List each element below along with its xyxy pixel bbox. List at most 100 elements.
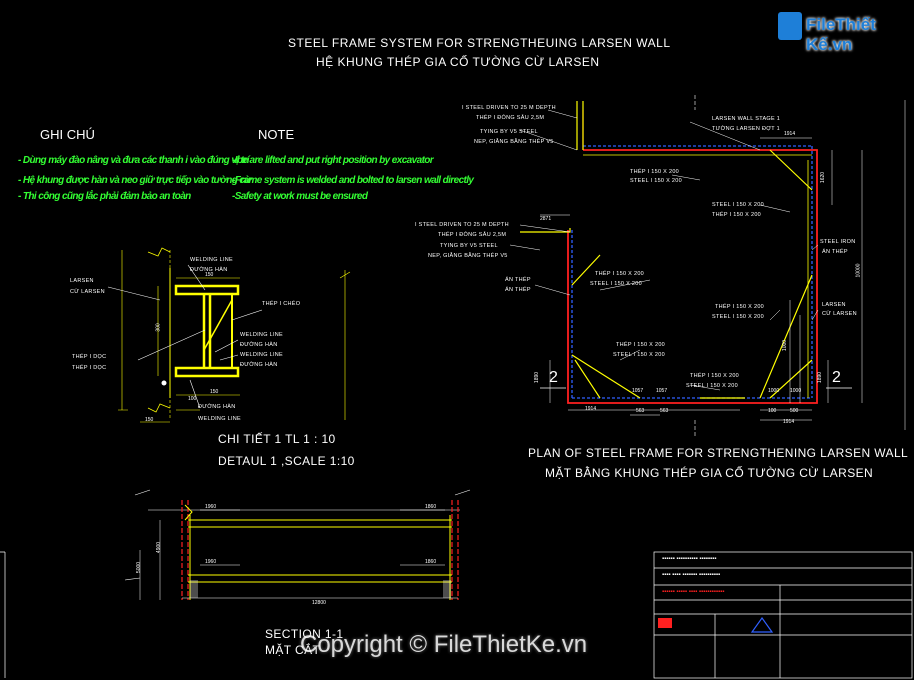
detail-caption-vn: CHI TIẾT 1 TL 1 : 10 [218, 432, 336, 446]
plan-callout-mid-1: I STEEL DRIVEN TO 25 M DEPTH [415, 222, 509, 228]
plan-iron-left-1: ÁN THÉP [505, 277, 531, 283]
detail-dim-4: 150 [145, 417, 154, 423]
plan-dim-17: 500 [790, 408, 799, 414]
plan-dim-7: 1057 [632, 388, 644, 394]
detail-thep-doc-2: THÉP I DỌC [72, 365, 107, 371]
drawing-title-en: STEEL FRAME SYSTEM FOR STRENGTHEUING LAR… [288, 36, 671, 50]
triangle-logo-icon [750, 616, 774, 633]
plan-callout-top-2: THÉP I ĐÓNG SÂU 2,5M [476, 115, 545, 121]
plan-steel-3a: THÉP I 150 X 200 [595, 271, 645, 277]
detail-welding-top-vn: ĐƯỜNG HÀN [190, 267, 228, 273]
plan-callout-mid-3: TYING BY V5 STEEL [440, 243, 498, 249]
detail-larsen-label: LARSEN [70, 278, 94, 284]
section-dim-5: 12800 [312, 600, 326, 606]
copyright-watermark: Copyright © FileThietKe.vn [300, 631, 588, 658]
section-drawing [124, 489, 471, 600]
section-caption-vn: MẶT CẮT [265, 643, 321, 657]
notes-heading-en: NOTE [258, 127, 295, 142]
plan-callout-mid-4: NEP, GIẰNG BẰNG THÉP V5 [428, 253, 508, 259]
section-dim-3: 1960 [205, 559, 217, 565]
plan-dim-4: 10000 [855, 263, 862, 278]
detail-caption-en: DETAUL 1 ,SCALE 1:10 [218, 454, 355, 468]
plan-dim-14: 563 [636, 408, 645, 414]
plan-steel-4b: STEEL I 150 X 200 [712, 314, 764, 320]
plan-dim-10: 1000 [790, 388, 802, 394]
section-dim-2: 1860 [425, 504, 437, 510]
detail-dim-5: 100 [188, 396, 197, 402]
file-icon [778, 12, 802, 40]
plan-callout-top-1: I STEEL DRIVEN TO 25 M DEPTH [462, 105, 556, 111]
detail-dim-3: 150 [210, 389, 219, 395]
plan-larsen-right-vn: CỪ LARSEN [822, 311, 857, 317]
plan-dim-2: 1620 [820, 171, 827, 184]
plan-larsen-stage: LARSEN WALL STAGE 1 [712, 116, 781, 122]
notes-heading-vn: GHI CHÚ [40, 127, 95, 142]
plan-dim-12: 1890 [817, 371, 824, 384]
plan-dim-1: 1914 [784, 131, 796, 137]
filethietke-logo: FileThiết Kế.vn [778, 8, 908, 54]
brand-text: FileThiết Kế.vn [806, 15, 876, 54]
plan-dim-13: 1914 [783, 419, 795, 425]
plan-steel-1a: THÉP I 150 X 200 [630, 169, 680, 175]
plan-steel-6b: STEEL I 150 X 200 [686, 383, 738, 389]
plan-dim-9: 1000 [768, 388, 780, 394]
plan-iron-label: STEEL IRON [820, 239, 856, 245]
plan-caption-vn: MẶT BẰNG KHUNG THÉP GIA CỐ TƯỜNG CỪ LARS… [545, 466, 874, 480]
plan-callout-mid-2: THÉP I ĐÓNG SÂU 2,5M [438, 232, 507, 238]
plan-steel-2a: STEEL I 150 X 200 [712, 202, 764, 208]
detail-dim-2: 300 [155, 323, 162, 332]
plan-steel-2b: THÉP I 150 X 200 [712, 212, 762, 218]
section-dim-4: 1860 [425, 559, 437, 565]
plan-iron-left-2: ÁN THÉP [505, 287, 531, 293]
plan-section-mark-right: 2 [832, 369, 841, 386]
detail-welding-3: WELDING LINE [240, 352, 284, 358]
plan-steel-1b: STEEL I 150 X 200 [630, 178, 682, 184]
detail-1-drawing [107, 247, 351, 423]
plan-callout-top-3: TYING BY V5 STEEL [480, 129, 538, 135]
plan-steel-4a: THÉP I 150 X 200 [715, 304, 765, 310]
company-logo-icon [658, 618, 672, 628]
section-dim-6: 4900 [156, 541, 163, 554]
detail-welding-bot: WELDING LINE [198, 416, 242, 422]
plan-drawing [509, 95, 906, 438]
note-vn-1: - Dùng máy đào nâng và đưa các thanh i v… [18, 155, 250, 166]
detail-welding-4: ĐƯỜNG HÀN [240, 362, 278, 368]
plan-section-mark-left: 2 [549, 369, 558, 386]
plan-dim-16: 100 [768, 408, 777, 414]
plan-dim-8: 1057 [656, 388, 668, 394]
titleblock-row-1: ▪▪▪▪▪▪ ▪▪▪▪▪▪▪▪▪▪ ▪▪▪▪▪▪▪▪ [662, 556, 717, 562]
detail-welding-top: WELDING LINE [190, 257, 234, 263]
plan-dim-11: 1914 [585, 406, 597, 412]
plan-dim-3: 2871 [540, 216, 552, 222]
titleblock-row-2: ▪▪▪▪ ▪▪▪▪ ▪▪▪▪▪▪▪ ▪▪▪▪▪▪▪▪▪▪ [662, 572, 721, 578]
note-en-2: -Frame system is welded and bolted to la… [232, 175, 474, 186]
section-caption-en: SECTION 1-1 [265, 627, 344, 641]
plan-steel-5a: THÉP I 150 X 200 [616, 342, 666, 348]
plan-dim-5: 1890 [534, 371, 541, 384]
drawing-title-vn: HỆ KHUNG THÉP GIA CỐ TƯỜNG CỪ LARSEN [316, 55, 600, 69]
plan-caption-en: PLAN OF STEEL FRAME FOR STRENGTHENING LA… [528, 446, 909, 460]
detail-welding-2: ĐƯỜNG HÀN [240, 342, 278, 348]
plan-dim-15: 563 [660, 408, 669, 414]
section-dim-7: 5000 [136, 561, 143, 574]
detail-thep-doc-1: THÉP I DỌC [72, 354, 107, 360]
section-dim-1: 1960 [205, 504, 217, 510]
note-vn-2: - Hệ khung được hàn và neo giữ trực tiếp… [18, 175, 252, 186]
plan-dim-6: 1000 [782, 339, 789, 352]
plan-callout-top-4: NEP, GIẰNG BẰNG THÉP V5 [474, 139, 554, 145]
titleblock-row-3: ▪▪▪▪▪▪ ▪▪▪▪▪ ▪▪▪▪ ▪▪▪▪▪▪▪▪▪▪▪▪ [662, 589, 725, 595]
detail-thep-cheo: THÉP I CHÉO [262, 301, 301, 307]
plan-steel-6a: THÉP I 150 X 200 [690, 373, 740, 379]
plan-steel-5b: STEEL I 150 X 200 [613, 352, 665, 358]
detail-dim-1: 150 [205, 272, 214, 278]
plan-larsen-stage-vn: TƯỜNG LARSEN ĐỢT 1 [712, 126, 781, 132]
detail-welding-1: WELDING LINE [240, 332, 284, 338]
plan-iron-label-vn: ÁN THÉP [822, 249, 848, 255]
title-block-frame [0, 551, 913, 679]
plan-steel-3b: STEEL I 150 X 200 [590, 281, 642, 287]
plan-larsen-right: LARSEN [822, 302, 846, 308]
detail-larsen-label-vn: CỪ LARSEN [70, 289, 105, 295]
detail-welding-bot-vn: ĐƯỜNG HÀN [198, 404, 236, 410]
